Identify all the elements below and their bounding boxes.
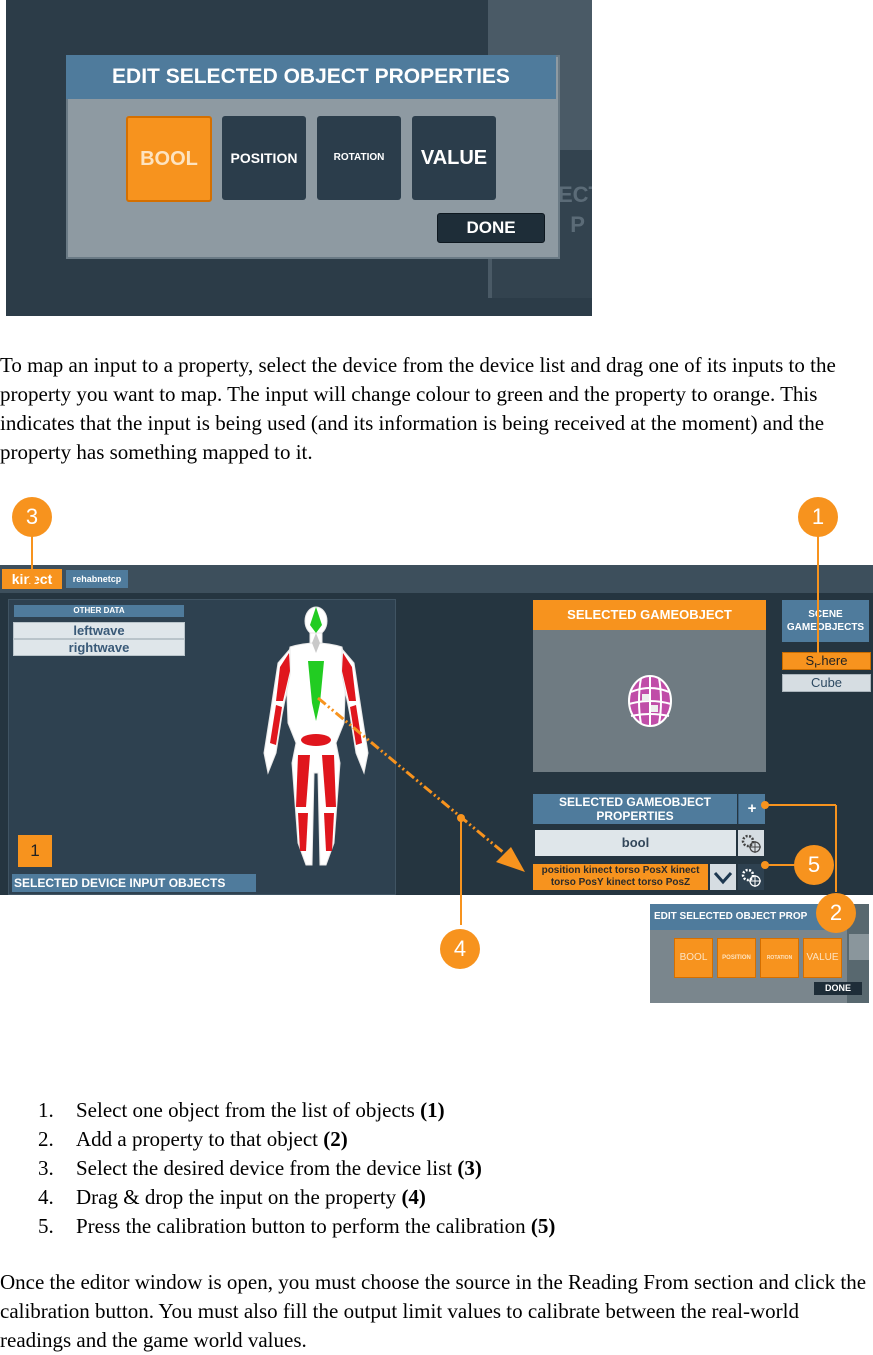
selected-gameobject-header: SELECTED GAMEOBJECT xyxy=(533,600,766,630)
device-tab-bar xyxy=(0,565,873,593)
callout-2: 2 xyxy=(816,893,856,933)
dialog-title: EDIT SELECTED OBJECT PROP xyxy=(650,904,847,930)
sphere-preview-icon xyxy=(628,675,672,727)
bool-button[interactable]: BOOL xyxy=(674,938,713,978)
input-rightwave[interactable]: rightwave xyxy=(13,639,185,656)
done-button[interactable]: DONE xyxy=(437,213,545,243)
scene-object-cube[interactable]: Cube xyxy=(782,674,871,692)
body-figure[interactable] xyxy=(250,603,380,878)
property-bool[interactable]: bool xyxy=(535,830,736,856)
rotation-button[interactable]: ROTATION xyxy=(317,116,401,200)
gameobject-properties-header: SELECTED GAMEOBJECT PROPERTIES xyxy=(533,794,737,824)
other-data-header: OTHER DATA xyxy=(14,605,184,617)
gear-icon xyxy=(741,834,761,853)
value-button[interactable]: VALUE xyxy=(412,116,496,200)
chevron-down-icon xyxy=(713,872,733,885)
device-tab-rehabnetcp[interactable]: rehabnetcp xyxy=(66,570,128,588)
position-button[interactable]: POSITION xyxy=(222,116,306,200)
property-position-mapped[interactable]: position kinect torso PosX kinect torso … xyxy=(533,864,708,890)
gameobject-preview xyxy=(533,630,766,772)
drag-arrow-head xyxy=(496,847,525,872)
property-dropdown[interactable] xyxy=(710,864,736,890)
add-property-button[interactable]: + xyxy=(738,794,765,824)
callout-3: 3 xyxy=(12,497,52,537)
intro-paragraph: To map an input to a property, select th… xyxy=(0,353,836,464)
closing-paragraph: Once the editor window is open, you must… xyxy=(0,1270,867,1352)
calibration-button[interactable] xyxy=(738,830,764,856)
dialog-title: EDIT SELECTED OBJECT PROPERTIES xyxy=(66,55,556,99)
callout-4: 4 xyxy=(440,929,480,969)
value-button[interactable]: VALUE xyxy=(803,938,842,978)
callout-overlay xyxy=(28,530,837,925)
mapping-editor-screenshot: kinect rehabnetcp OTHER DATA leftwave ri… xyxy=(0,565,873,895)
active-body-parts xyxy=(308,607,324,721)
thumbnail-side-button xyxy=(849,934,869,960)
calibration-button-mapped[interactable] xyxy=(738,864,764,890)
background-ghost-text: ECT P xyxy=(558,182,592,237)
mapped-body-parts xyxy=(270,653,362,851)
position-button[interactable]: POSITION xyxy=(717,938,756,978)
done-button[interactable]: DONE xyxy=(814,982,862,995)
gear-icon xyxy=(741,868,761,887)
callout-1: 1 xyxy=(798,497,838,537)
bool-button[interactable]: BOOL xyxy=(126,116,212,202)
edit-properties-screenshot: ECT P EDIT SELECTED OBJECT PROPERTIES BO… xyxy=(6,0,592,316)
callout-5: 5 xyxy=(794,845,834,885)
drag-arrow-line xyxy=(317,696,511,860)
selected-device-inputs-header: SELECTED DEVICE INPUT OBJECTS xyxy=(12,874,256,892)
scene-gameobjects-header: SCENE GAMEOBJECTS xyxy=(782,600,869,642)
input-leftwave[interactable]: leftwave xyxy=(13,622,185,639)
rotation-button[interactable]: ROTATION xyxy=(760,938,799,978)
selected-count-badge: 1 xyxy=(18,835,52,867)
edit-properties-thumbnail: EDIT SELECTED OBJECT PROP BOOL POSITION … xyxy=(650,904,869,1003)
